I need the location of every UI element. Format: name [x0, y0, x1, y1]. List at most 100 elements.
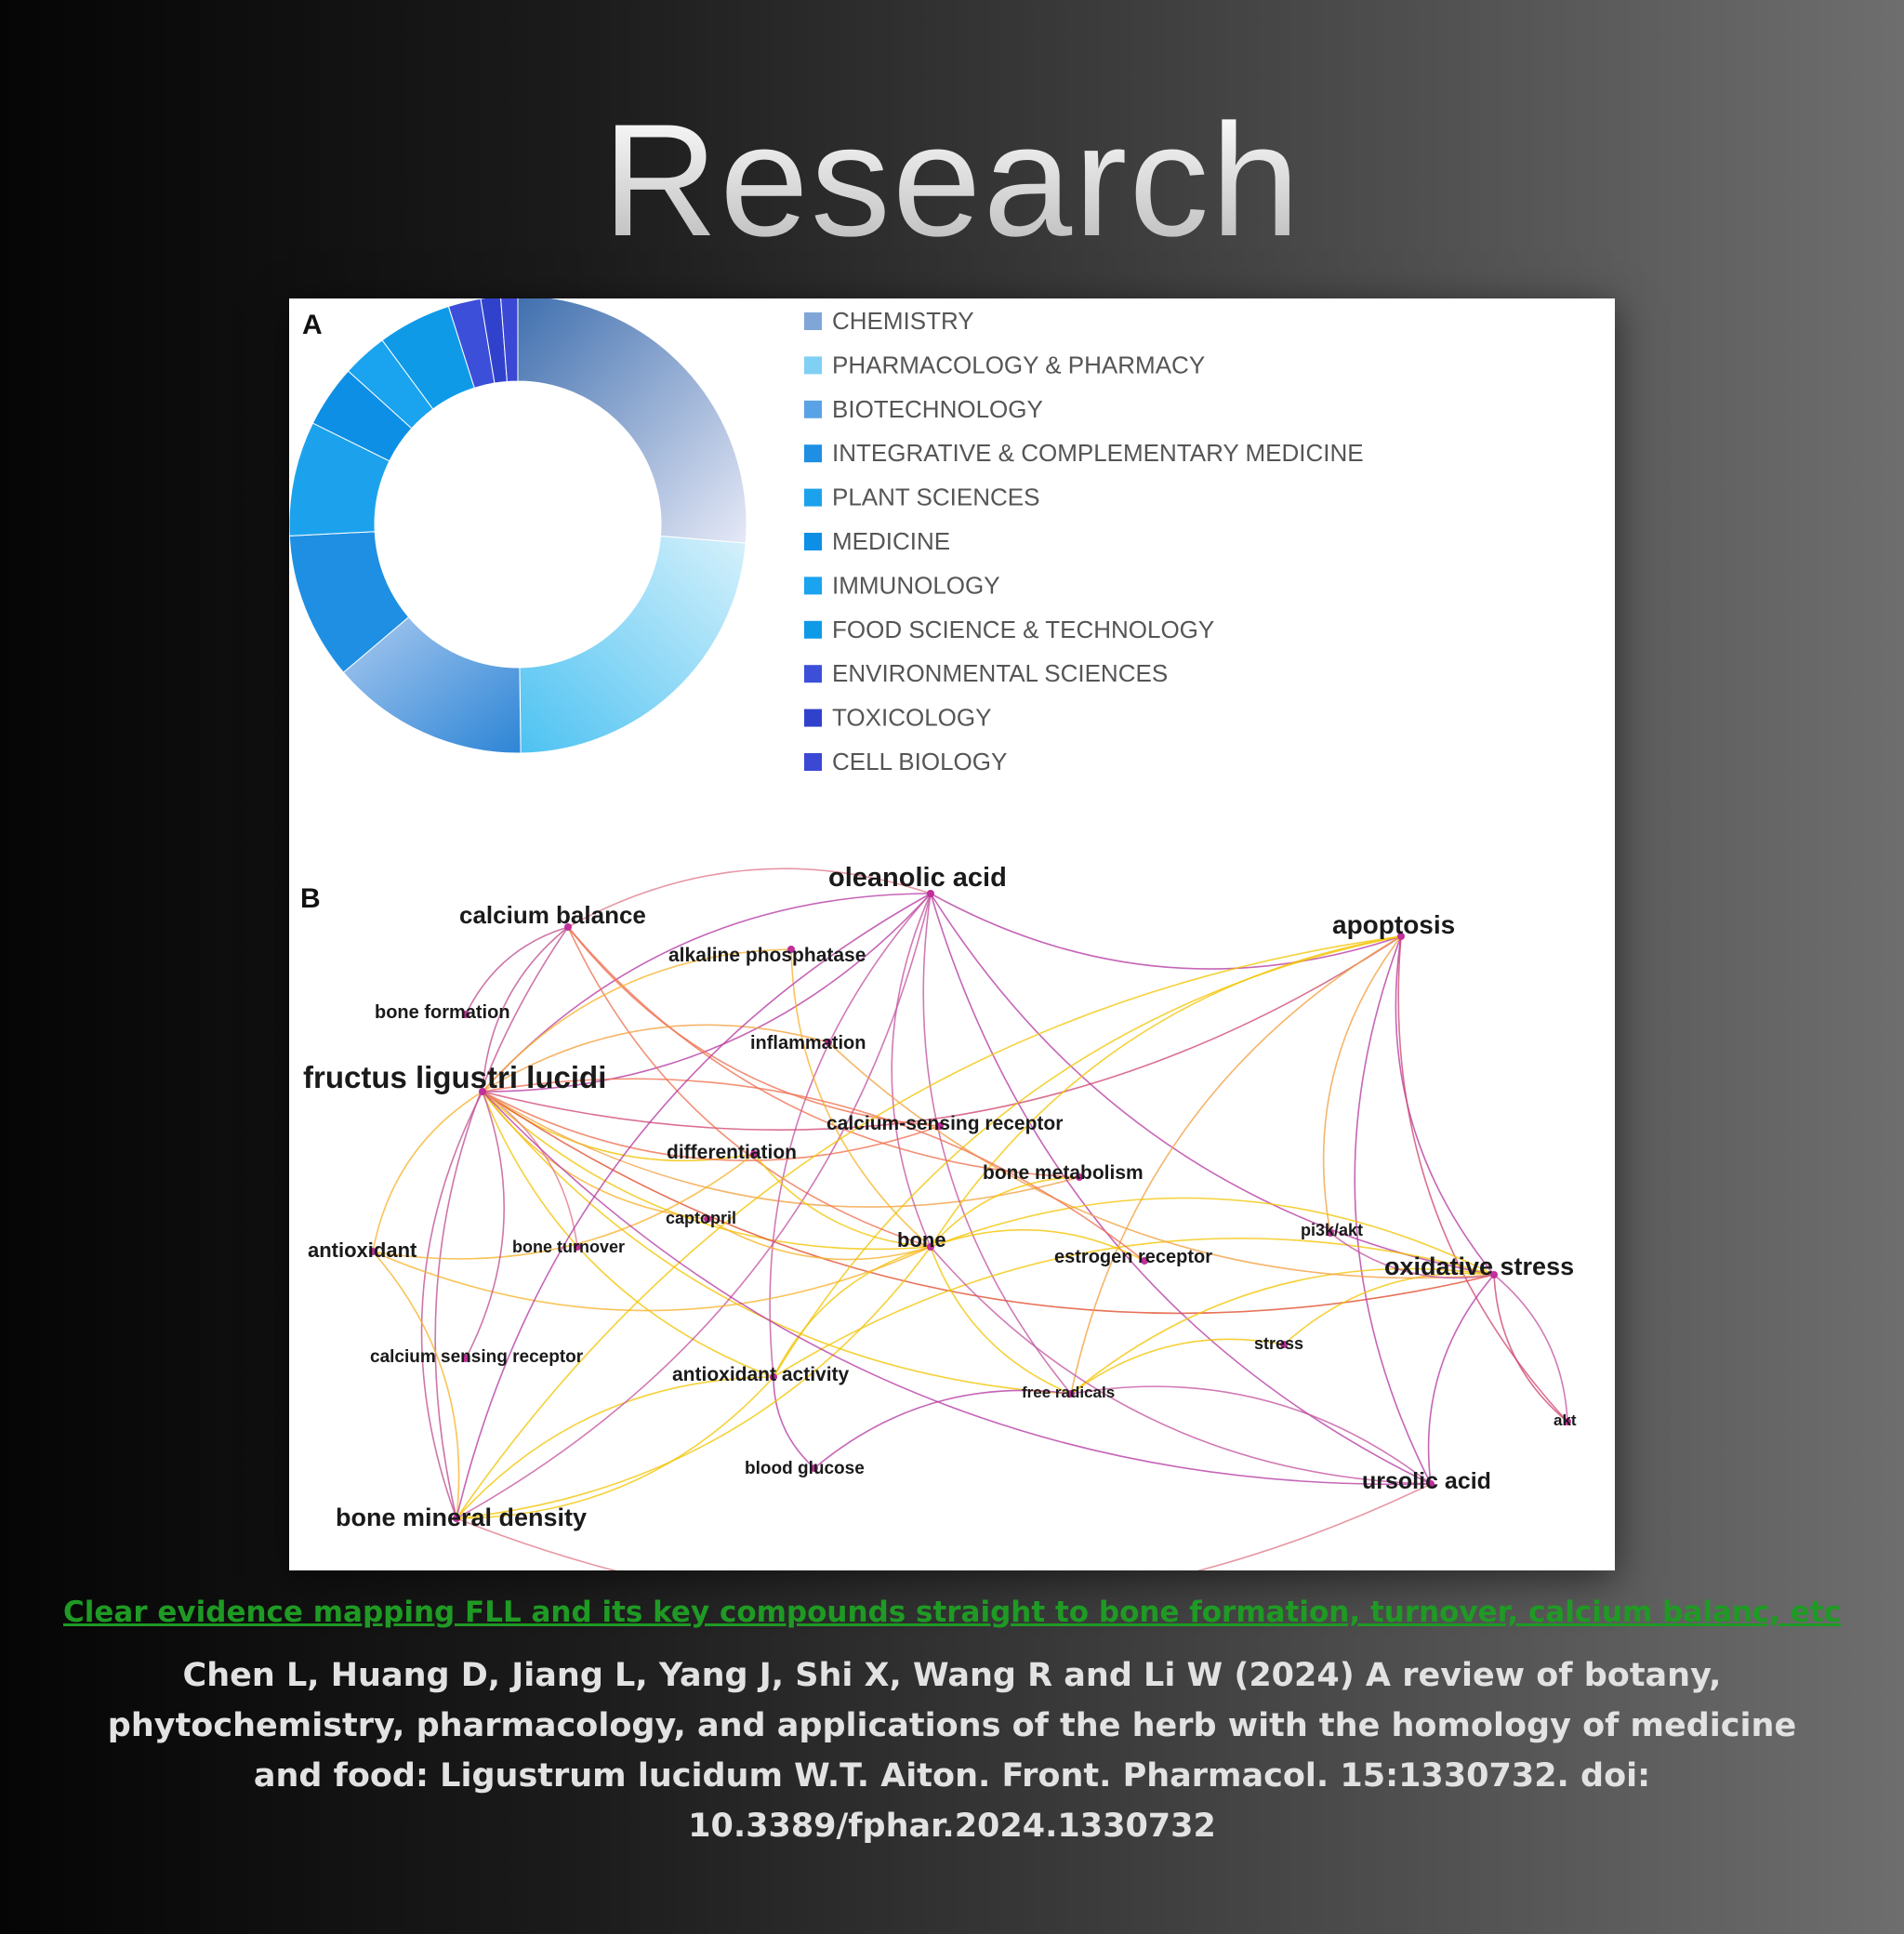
network-edge-21	[1395, 935, 1495, 1276]
donut-chart	[289, 298, 747, 754]
network-edge-24	[1354, 935, 1432, 1485]
legend-swatch-4	[804, 444, 822, 463]
legend-swatch-5	[804, 488, 822, 507]
network-edge-65	[1070, 1385, 1432, 1485]
network-edge-18	[567, 868, 932, 928]
network-edge-33	[1283, 1272, 1495, 1345]
network-node-label-9: differentiation	[667, 1142, 797, 1163]
network-node-label-2: calcium balance	[459, 901, 646, 929]
network-edge-29	[773, 1238, 1495, 1378]
network-node-label-17: oxidative stress	[1384, 1252, 1574, 1280]
network-edge-59	[930, 1228, 1145, 1262]
network-edge-4	[482, 1091, 1495, 1315]
network-node-dot-14	[574, 1243, 581, 1251]
network-node-label-10: bone metabolism	[983, 1162, 1144, 1184]
donut-slice-1	[517, 298, 747, 544]
network-edge-22	[1070, 935, 1402, 1395]
network-edge-57	[790, 948, 932, 1248]
network-edge-70	[930, 1176, 1080, 1248]
network-node-dot-10	[1076, 1173, 1083, 1181]
legend-label-5: PLANT SCIENCES	[832, 484, 1039, 511]
network-node-dot-18	[1280, 1341, 1288, 1348]
network-edge-50	[456, 1483, 1432, 1570]
network-edge-1	[482, 1091, 932, 1251]
network-edge-46	[372, 1251, 460, 1519]
network-edge-11	[482, 1091, 941, 1161]
network-edge-40	[930, 1246, 1072, 1395]
network-edge-3	[482, 1091, 774, 1378]
legend-label-4: INTEGRATIVE & COMPLEMENTARY MEDICINE	[832, 439, 1364, 467]
network-edge-61	[465, 1091, 505, 1359]
legend-swatch-6	[804, 533, 822, 550]
panel-a-label: A	[302, 310, 323, 340]
network-edge-14	[930, 893, 1402, 970]
network-edge-62	[1329, 1232, 1495, 1279]
network-node-dot-11	[704, 1215, 711, 1223]
network-edge-27	[1322, 935, 1402, 1234]
network-node-dot-3	[787, 946, 795, 953]
legend-swatch-11	[804, 753, 822, 771]
network-edge-36	[434, 926, 569, 1519]
network-node-dot-9	[750, 1150, 758, 1158]
network-edge-58	[482, 1078, 1145, 1262]
network-node-dot-21	[1067, 1390, 1075, 1398]
legend-label-11: CELL BIOLOGY	[832, 748, 1007, 775]
network-node-label-5: bone formation	[375, 1002, 510, 1023]
network-edge-30	[930, 1197, 1495, 1276]
network-node-dot-1	[927, 890, 934, 897]
network-node-dot-6	[825, 1039, 832, 1046]
network-node-label-13: antioxidant	[308, 1239, 417, 1262]
network-node-dot-25	[453, 1515, 460, 1522]
network-node-label-4: apoptosis	[1332, 910, 1455, 939]
network-edge-12	[482, 1091, 1072, 1395]
legend-swatch-2	[804, 356, 822, 375]
network-node-dot-4	[1397, 933, 1405, 940]
network-edge-63	[707, 1218, 932, 1261]
legend-label-1: CHEMISTRY	[832, 307, 974, 335]
legend-swatch-3	[804, 400, 822, 418]
network-edge-49	[456, 893, 932, 1519]
network-edge-45	[813, 1389, 1072, 1469]
network-edge-68	[482, 1091, 1432, 1486]
network-node-label-11: captopril	[666, 1209, 736, 1227]
network-edge-43	[773, 1376, 815, 1469]
network-node-dot-13	[369, 1248, 377, 1255]
network-edge-51	[372, 1246, 932, 1312]
legend-swatch-9	[804, 665, 822, 683]
network-edges	[372, 868, 1568, 1570]
network-edge-26	[1397, 935, 1568, 1423]
network-node-label-12: pi3k/akt	[1301, 1221, 1363, 1239]
legend-label-10: TOXICOLOGY	[832, 704, 991, 732]
network-edge-17	[922, 893, 1072, 1395]
network-node-label-23: blood glucose	[745, 1459, 865, 1478]
network-node-dot-20	[770, 1373, 777, 1381]
network-edge-69	[1070, 1338, 1285, 1395]
network-edge-32	[1493, 1274, 1568, 1423]
network-node-label-6: inflammation	[750, 1033, 866, 1053]
panel-b-label: B	[300, 883, 321, 914]
legend-label-9: ENVIRONMENTAL SCIENCES	[832, 659, 1168, 687]
network-edge-23	[930, 935, 1402, 1248]
network-node-dot-8	[936, 1122, 944, 1130]
network-edge-35	[567, 926, 932, 1248]
network-node-label-15: bone	[897, 1228, 946, 1252]
network-node-dot-12	[1327, 1229, 1334, 1237]
summary-link[interactable]: Clear evidence mapping FLL and its key c…	[63, 1596, 1841, 1629]
network-edge-16	[930, 893, 1432, 1485]
legend-label-7: IMMUNOLOGY	[832, 571, 1000, 599]
citation-text: Chen L, Huang D, Jiang L, Yang J, Shi X,…	[107, 1657, 1797, 1845]
network-edge-13	[930, 893, 1495, 1276]
network-edge-42	[930, 1246, 1432, 1485]
network-node-dot-16	[1141, 1257, 1148, 1265]
donut-slice-2	[519, 536, 747, 754]
network-node-label-14: bone turnover	[512, 1238, 625, 1256]
network-node-dot-5	[462, 1011, 469, 1018]
legend-label-6: MEDICINE	[832, 527, 950, 555]
legend-label-2: PHARMACOLOGY & PHARMACY	[832, 351, 1205, 378]
network-node-dot-23	[811, 1464, 818, 1472]
network-node-dot-2	[564, 923, 572, 931]
network-node-label-21: free radicals	[1022, 1384, 1115, 1401]
network-node-label-24: ursolic acid	[1362, 1468, 1491, 1494]
